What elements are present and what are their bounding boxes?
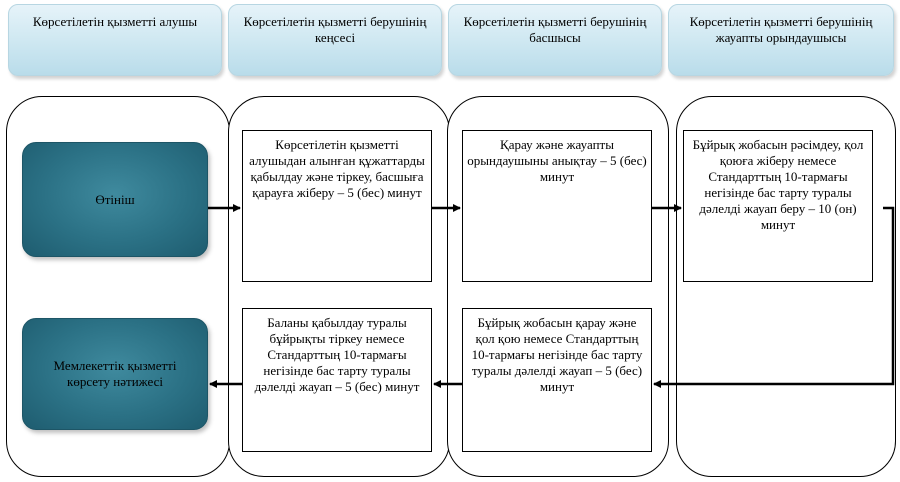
service-result: Мемлекеттік қызметті көрсету нәтижесі xyxy=(22,318,208,430)
arrow-executor-to-head-sign xyxy=(653,206,895,388)
header-recipient: Көрсетілетін қызметті алушы xyxy=(8,4,222,76)
step-executor-draft: Бұйрық жобасын рәсімдеу, қол қоюға жібер… xyxy=(683,130,873,282)
start-application: Өтініш xyxy=(22,142,208,257)
result-label: Мемлекеттік қызметті көрсету нәтижесі xyxy=(53,358,177,389)
step-head-review: Қарау және жауапты орындаушыны анықтау –… xyxy=(462,130,652,282)
header-head: Көрсетілетін қызметті берушінің басшысы xyxy=(448,4,662,76)
start-label: Өтініш xyxy=(95,191,135,207)
step-office-register: Көрсетілетін қызметті алушыдан алынған қ… xyxy=(242,130,432,282)
step-office-result: Баланы қабылдау туралы бұйрықты тіркеу н… xyxy=(242,308,432,452)
header-office: Көрсетілетін қызметті берушінің кеңсесі xyxy=(228,4,442,76)
step-head-sign: Бұйрық жобасын қарау және қол қою немесе… xyxy=(462,308,652,452)
header-executor: Көрсетілетін қызметті берушінің жауапты … xyxy=(668,4,894,76)
